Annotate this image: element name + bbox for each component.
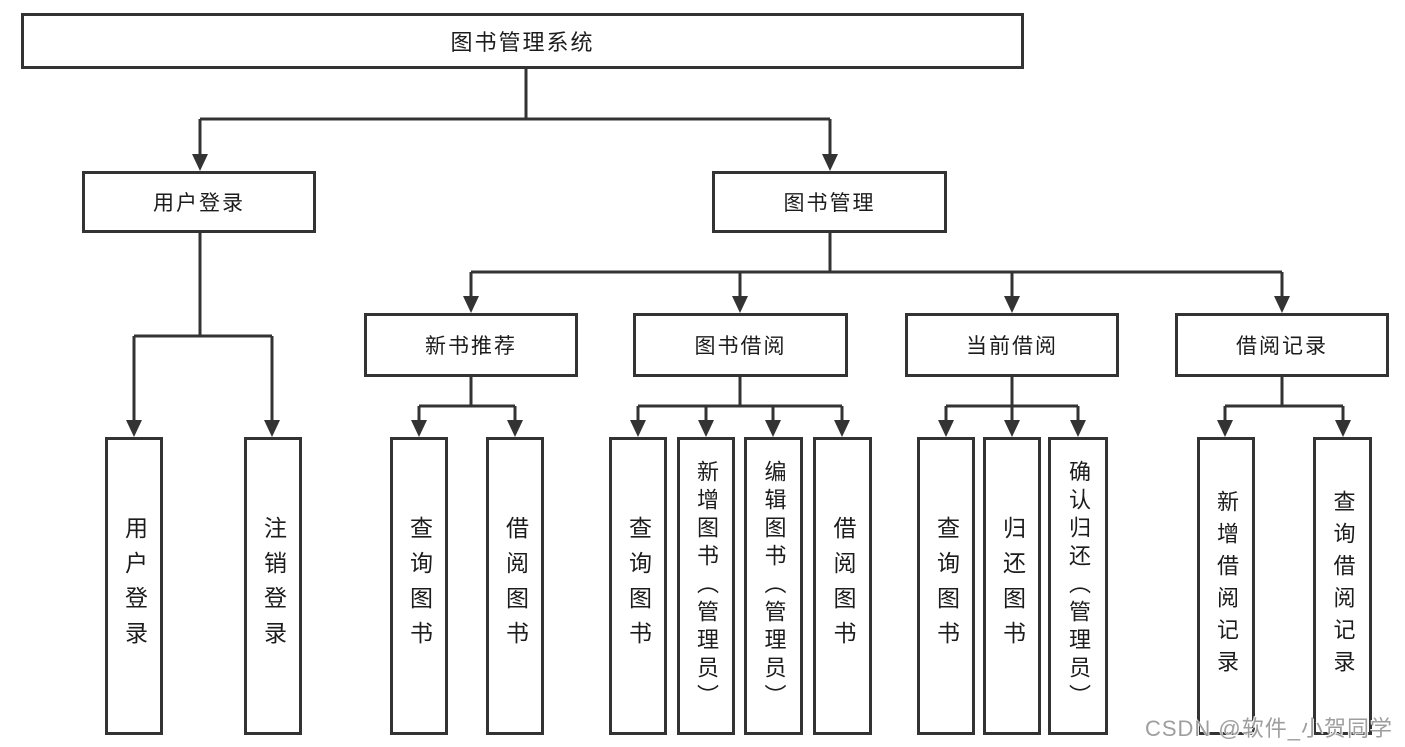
node-book-borrowing-label: 图书借阅: [694, 335, 787, 358]
leaf-add-borrow-record-label: 新增借阅记录: [1214, 490, 1239, 682]
node-current-borrowing: 当前借阅: [905, 313, 1119, 377]
edge-newbook-to-leaves: [417, 377, 517, 422]
edge-userlogin-to-leaves: [132, 233, 274, 422]
leaf-query-book-c-label: 查询图书: [933, 516, 960, 656]
node-borrowing-records: 借阅记录: [1175, 313, 1389, 377]
leaf-borrow-book-a: 借阅图书: [486, 437, 544, 735]
node-book-borrowing: 图书借阅: [633, 313, 848, 377]
leaf-query-borrow-record: 查询借阅记录: [1313, 437, 1372, 735]
leaf-query-book-b-label: 查询图书: [625, 516, 652, 656]
edge-current-to-leaves: [944, 377, 1080, 422]
csdn-watermark: CSDN @软件_小贺同学: [1144, 716, 1393, 741]
leaf-logout: 注销登录: [244, 437, 302, 735]
leaf-add-book-label: 新增图书（管理员）: [694, 460, 719, 712]
node-book-management-label: 图书管理: [783, 192, 876, 215]
leaf-query-borrow-record-label: 查询借阅记录: [1330, 490, 1356, 682]
leaf-borrow-book-a-label: 借阅图书: [502, 516, 529, 656]
arrowheads: [126, 154, 1351, 437]
edge-borrowing-to-leaves: [636, 377, 844, 422]
leaf-query-book-a-label: 查询图书: [406, 516, 433, 656]
leaf-query-book-a: 查询图书: [390, 437, 448, 735]
leaf-query-book-b: 查询图书: [609, 437, 667, 735]
node-new-book-recommend: 新书推荐: [364, 313, 578, 377]
leaf-edit-book-label: 编辑图书（管理员）: [761, 460, 787, 712]
leaf-confirm-return: 确认归还（管理员）: [1048, 437, 1108, 735]
leaf-user-login: 用户登录: [105, 437, 163, 735]
node-user-login: 用户登录: [82, 171, 316, 233]
node-borrowing-records-label: 借阅记录: [1236, 335, 1328, 358]
edge-records-to-leaves: [1223, 377, 1345, 422]
leaf-borrow-book-b-label: 借阅图书: [830, 516, 856, 656]
edge-root-to-level2: [198, 69, 832, 156]
leaf-user-login-label: 用户登录: [121, 516, 148, 656]
node-root-label: 图书管理系统: [450, 30, 595, 55]
node-user-login-label: 用户登录: [153, 192, 245, 215]
edge-bookmgmt-to-level3: [469, 233, 1284, 298]
leaf-confirm-return-label: 确认归还（管理员）: [1066, 460, 1091, 712]
node-current-borrowing-label: 当前借阅: [966, 335, 1058, 358]
leaf-add-borrow-record: 新增借阅记录: [1197, 437, 1255, 735]
leaf-return-book-label: 归还图书: [999, 516, 1026, 656]
leaf-borrow-book-b: 借阅图书: [813, 437, 872, 735]
node-root: 图书管理系统: [21, 13, 1024, 69]
leaf-logout-label: 注销登录: [260, 516, 287, 656]
leaf-query-book-c: 查询图书: [917, 437, 975, 735]
leaf-edit-book: 编辑图书（管理员）: [744, 437, 803, 735]
node-new-book-recommend-label: 新书推荐: [425, 335, 517, 358]
leaf-return-book: 归还图书: [983, 437, 1041, 735]
node-book-management: 图书管理: [712, 171, 947, 233]
leaf-add-book: 新增图书（管理员）: [677, 437, 735, 735]
